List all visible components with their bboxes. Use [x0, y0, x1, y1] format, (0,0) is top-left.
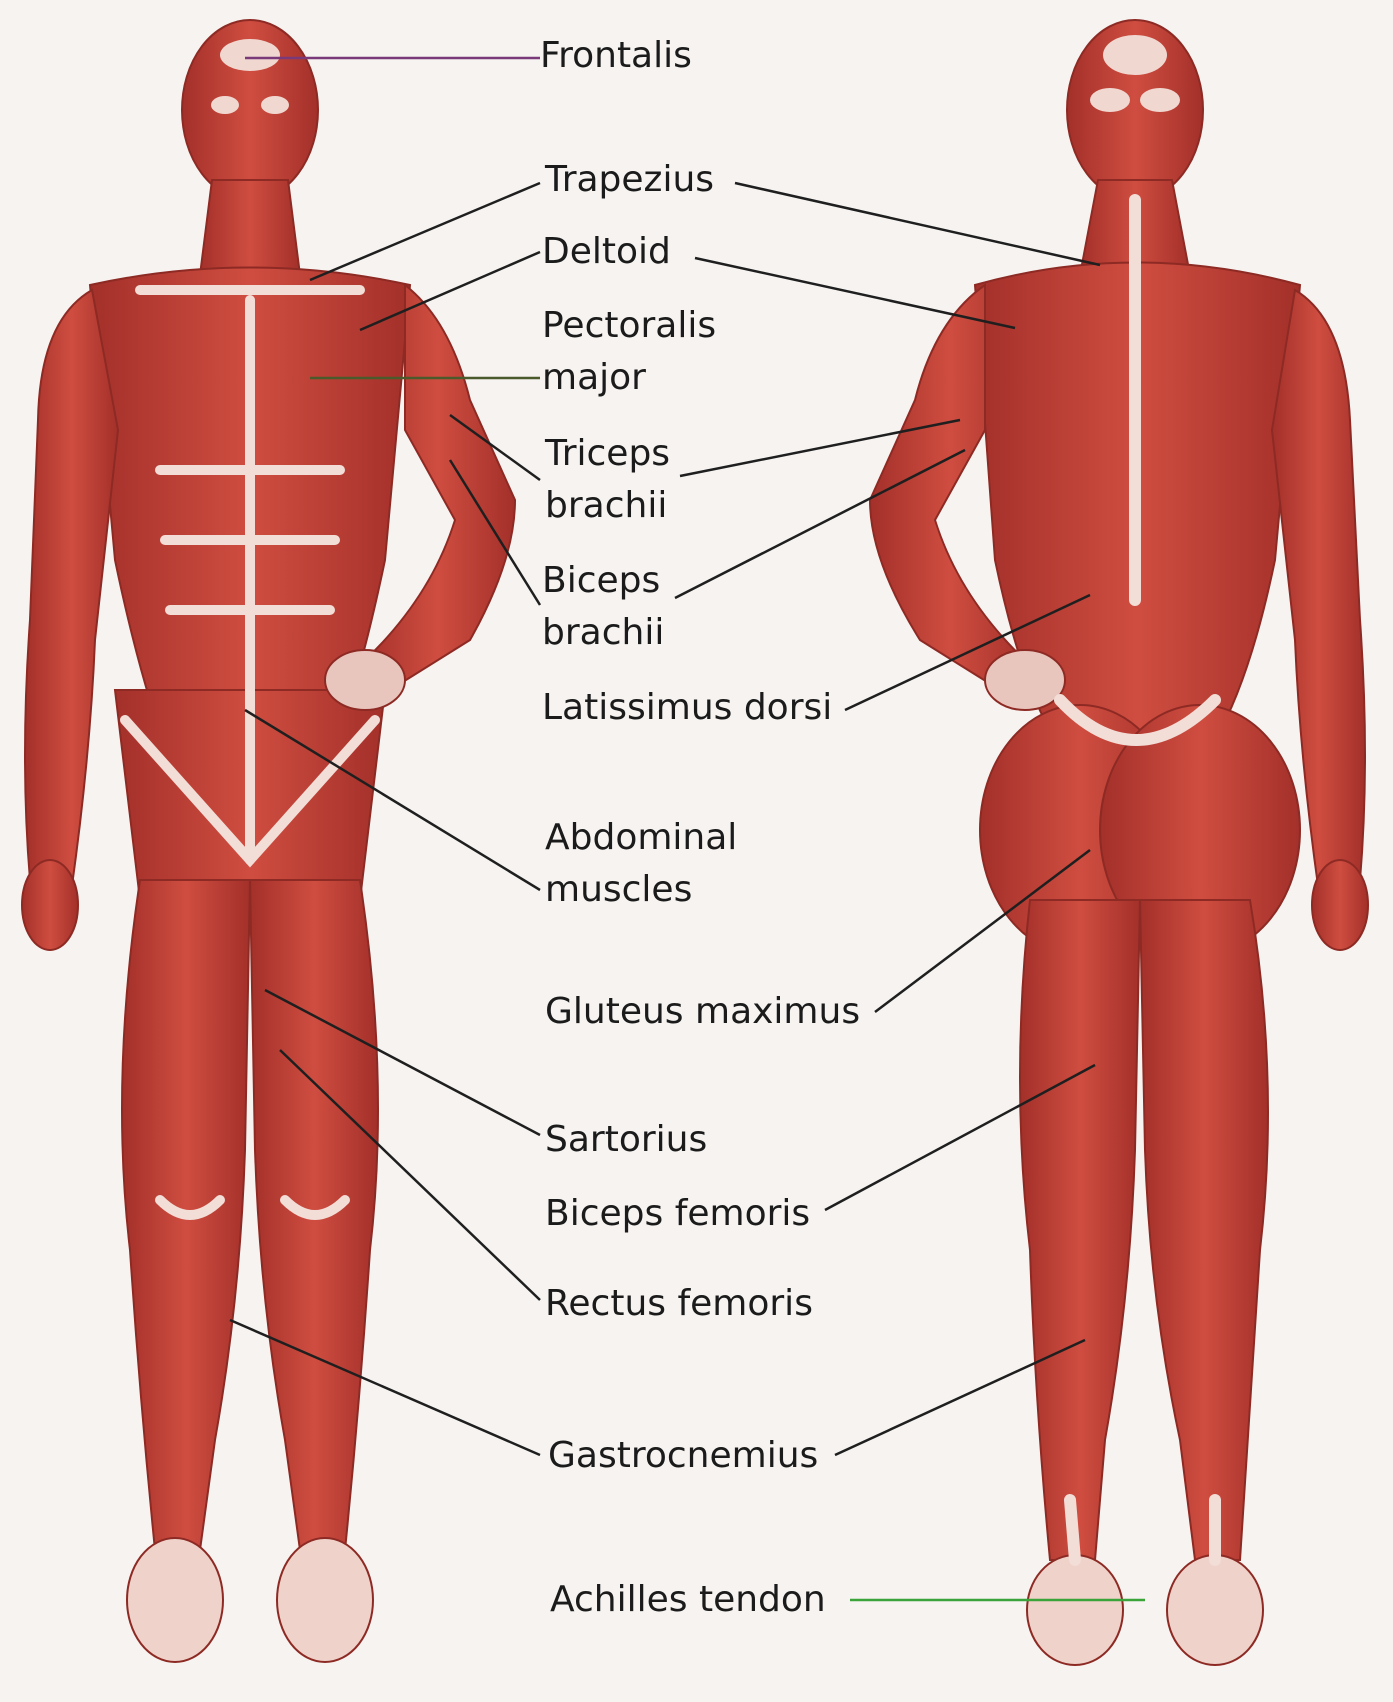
- leader-deltoid-back: [695, 258, 1015, 328]
- back-figure: [870, 20, 1368, 1665]
- label-triceps-line2: brachii: [545, 480, 670, 532]
- label-gluteus: Gluteus maximus: [545, 986, 860, 1038]
- leader-trapezius-front: [310, 183, 540, 280]
- label-deltoid-text: Deltoid: [542, 226, 671, 278]
- label-triceps: Triceps brachii: [545, 428, 670, 532]
- label-biceps-line2: brachii: [542, 607, 664, 659]
- label-trapezius-text: Trapezius: [545, 154, 714, 206]
- label-abdominal: Abdominal muscles: [545, 812, 737, 916]
- label-frontalis-text: Frontalis: [540, 30, 692, 82]
- label-biceps-femoris: Biceps femoris: [545, 1188, 810, 1240]
- label-rectus-femoris: Rectus femoris: [545, 1278, 813, 1330]
- label-deltoid: Deltoid: [542, 226, 671, 278]
- label-achilles: Achilles tendon: [550, 1574, 826, 1626]
- label-latissimus: Latissimus dorsi: [542, 682, 832, 734]
- label-sartorius: Sartorius: [545, 1114, 707, 1166]
- label-triceps-line1: Triceps: [545, 428, 670, 480]
- leader-trapezius-back: [735, 183, 1100, 265]
- label-frontalis: Frontalis: [540, 30, 692, 82]
- label-rectus-femoris-text: Rectus femoris: [545, 1278, 813, 1330]
- label-abdominal-line2: muscles: [545, 864, 737, 916]
- label-pectoralis-line2: major: [542, 352, 716, 404]
- label-pectoralis-line1: Pectoralis: [542, 300, 716, 352]
- label-gastrocnemius: Gastrocnemius: [548, 1430, 818, 1482]
- label-abdominal-line1: Abdominal: [545, 812, 737, 864]
- label-pectoralis: Pectoralis major: [542, 300, 716, 404]
- label-gastrocnemius-text: Gastrocnemius: [548, 1430, 818, 1482]
- label-biceps-line1: Biceps: [542, 555, 664, 607]
- label-sartorius-text: Sartorius: [545, 1114, 707, 1166]
- label-biceps-femoris-text: Biceps femoris: [545, 1188, 810, 1240]
- label-achilles-text: Achilles tendon: [550, 1574, 826, 1626]
- label-trapezius: Trapezius: [545, 154, 714, 206]
- label-biceps: Biceps brachii: [542, 555, 664, 659]
- label-latissimus-text: Latissimus dorsi: [542, 682, 832, 734]
- label-gluteus-text: Gluteus maximus: [545, 986, 860, 1038]
